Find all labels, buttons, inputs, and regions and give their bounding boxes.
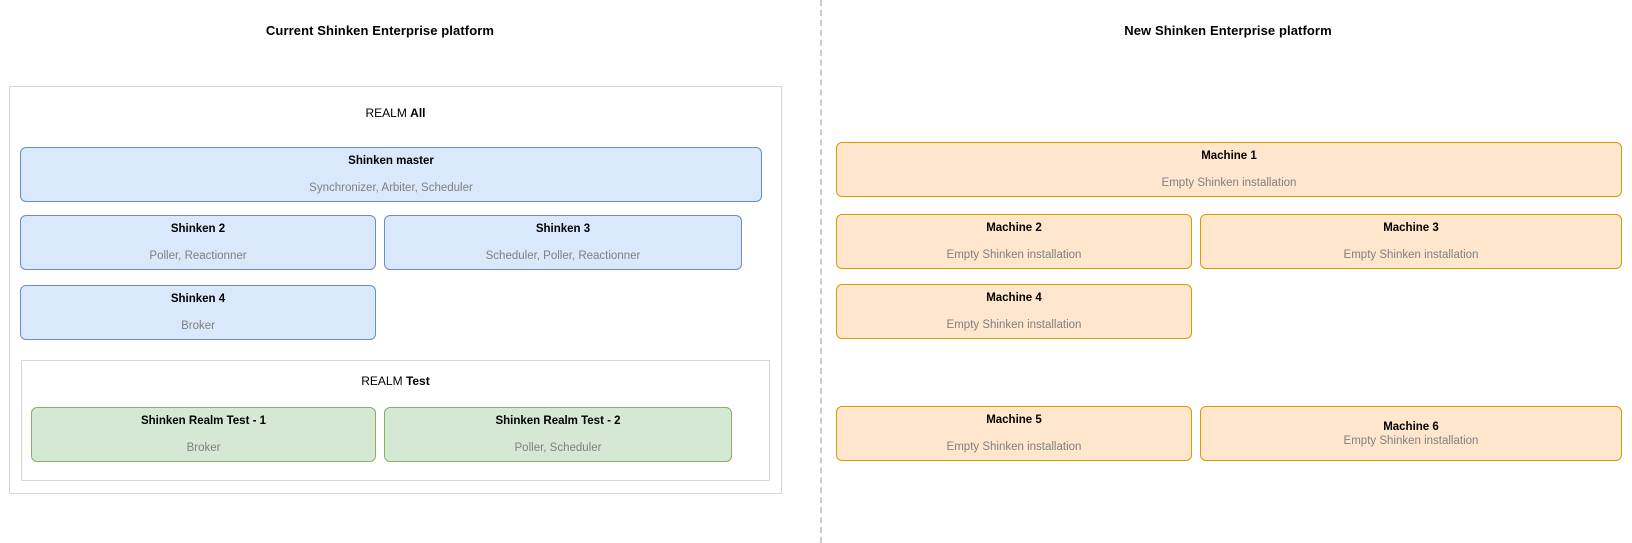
realm-test-label: REALM Test xyxy=(22,374,769,388)
node-title: Shinken master xyxy=(348,155,434,167)
node-shinken-3[interactable]: Shinken 3 Scheduler, Poller, Reactionner xyxy=(384,215,742,270)
node-machine-6[interactable]: Machine 6 Empty Shinken installation xyxy=(1200,406,1622,461)
panel-divider xyxy=(820,0,822,543)
node-subtitle: Poller, Scheduler xyxy=(514,442,602,454)
node-subtitle: Empty Shinken installation xyxy=(946,441,1082,453)
right-panel: New Shinken Enterprise platform Machine … xyxy=(836,0,1632,543)
node-shinken-realm-test-1[interactable]: Shinken Realm Test - 1 Broker xyxy=(31,407,376,462)
node-title: Machine 3 xyxy=(1383,222,1439,234)
node-subtitle: Empty Shinken installation xyxy=(946,249,1082,261)
node-shinken-realm-test-2[interactable]: Shinken Realm Test - 2 Poller, Scheduler xyxy=(384,407,732,462)
realm-all-label-prefix: REALM xyxy=(365,106,411,120)
right-panel-title: New Shinken Enterprise platform xyxy=(1124,23,1332,38)
node-title: Machine 4 xyxy=(986,292,1042,304)
node-shinken-4[interactable]: Shinken 4 Broker xyxy=(20,285,376,340)
node-title: Shinken 2 xyxy=(170,223,226,235)
realm-test-label-prefix: REALM xyxy=(361,374,406,388)
node-subtitle: Empty Shinken installation xyxy=(1343,249,1479,261)
node-title: Machine 2 xyxy=(986,222,1042,234)
node-shinken-master[interactable]: Shinken master Synchronizer, Arbiter, Sc… xyxy=(20,147,762,202)
node-subtitle: Poller, Reactionner xyxy=(149,250,247,262)
node-subtitle: Scheduler, Poller, Reactionner xyxy=(485,250,641,262)
node-machine-2[interactable]: Machine 2 Empty Shinken installation xyxy=(836,214,1192,269)
node-title: Shinken 4 xyxy=(170,293,226,305)
node-title: Machine 5 xyxy=(986,414,1042,426)
node-machine-3[interactable]: Machine 3 Empty Shinken installation xyxy=(1200,214,1622,269)
node-machine-4[interactable]: Machine 4 Empty Shinken installation xyxy=(836,284,1192,339)
node-subtitle: Broker xyxy=(181,320,215,332)
node-title: Shinken Realm Test - 2 xyxy=(495,415,621,427)
node-title: Machine 6 xyxy=(1383,420,1439,433)
node-subtitle: Empty Shinken installation xyxy=(1343,434,1479,447)
node-subtitle: Broker xyxy=(186,442,221,454)
node-title: Shinken 3 xyxy=(535,223,591,235)
left-panel: Current Shinken Enterprise platform REAL… xyxy=(0,0,790,543)
realm-all-label: REALM All xyxy=(10,106,781,120)
node-shinken-2[interactable]: Shinken 2 Poller, Reactionner xyxy=(20,215,376,270)
node-subtitle: Empty Shinken installation xyxy=(946,319,1082,331)
node-title: Machine 1 xyxy=(1201,150,1257,162)
node-machine-5[interactable]: Machine 5 Empty Shinken installation xyxy=(836,406,1192,461)
realm-all-label-name: All xyxy=(410,106,426,120)
left-panel-title: Current Shinken Enterprise platform xyxy=(265,23,495,38)
node-title: Shinken Realm Test - 1 xyxy=(140,415,267,427)
node-machine-1[interactable]: Machine 1 Empty Shinken installation xyxy=(836,142,1622,197)
node-subtitle: Empty Shinken installation xyxy=(1161,177,1297,189)
node-subtitle: Synchronizer, Arbiter, Scheduler xyxy=(309,182,473,194)
realm-test-label-name: Test xyxy=(405,374,430,388)
